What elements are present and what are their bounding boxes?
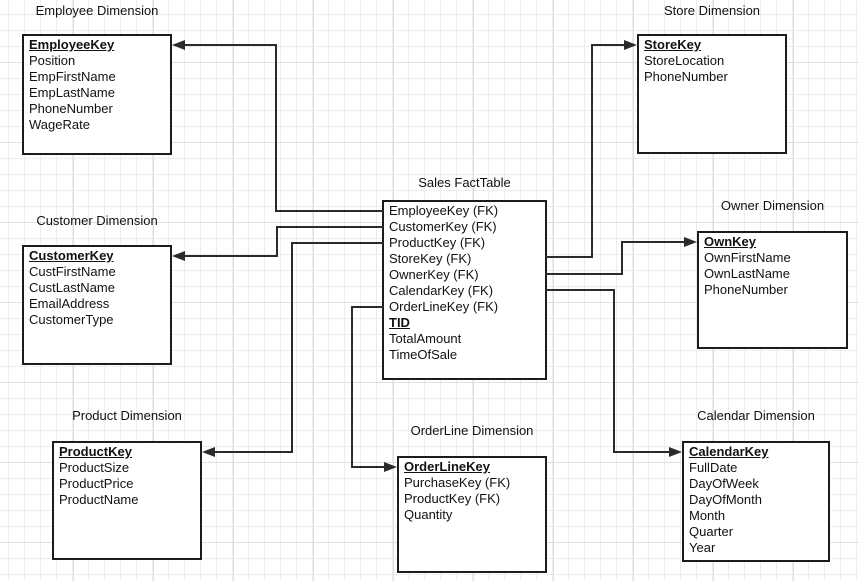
field-customer-emailaddress: EmailAddress xyxy=(29,296,110,311)
field-customer-customerkey: CustomerKey xyxy=(29,248,114,263)
connector-customer-vertical-segment[interactable] xyxy=(276,226,278,257)
field-orderline-quantity: Quantity xyxy=(404,507,453,522)
table-product-dimension[interactable]: ProductKey ProductSize ProductPrice Prod… xyxy=(52,441,202,560)
field-customer-custlastname: CustLastName xyxy=(29,280,115,295)
field-product-productsize: ProductSize xyxy=(59,460,130,475)
connector-store-arrowhead-icon xyxy=(624,40,637,50)
table-title-calendar-dimension[interactable]: Calendar Dimension xyxy=(697,408,815,423)
table-title-customer-dimension[interactable]: Customer Dimension xyxy=(36,213,158,228)
table-customer-dimension[interactable]: CustomerKey CustFirstName CustLastName E… xyxy=(22,245,172,365)
connector-calendar-arrowhead-icon xyxy=(669,447,682,457)
connector-calendar-vertical-segment[interactable] xyxy=(613,289,615,453)
connector-store-vertical-segment[interactable] xyxy=(591,44,593,258)
table-title-orderline-dimension[interactable]: OrderLine Dimension xyxy=(410,423,534,438)
table-title-sales-facttable[interactable]: Sales FactTable xyxy=(418,175,511,190)
table-calendar-dimension[interactable]: CalendarKey FullDate DayOfWeek DayOfMont… xyxy=(682,441,830,562)
connector-owner-arrowhead-icon xyxy=(684,237,697,247)
connector-orderline-arrowhead-icon xyxy=(384,462,397,472)
connector-product-dim-segment[interactable] xyxy=(214,451,293,453)
connector-calendar-fact-segment[interactable] xyxy=(545,289,615,291)
connector-store-dim-segment[interactable] xyxy=(591,44,625,46)
table-title-store-dimension[interactable]: Store Dimension xyxy=(663,3,761,18)
field-calendar-quarter: Quarter xyxy=(689,524,734,539)
field-calendar-year: Year xyxy=(689,540,716,555)
field-fact-ownerkey: OwnerKey (FK) xyxy=(389,267,479,282)
field-owner-ownlastname: OwnLastName xyxy=(704,266,790,281)
connector-product-vertical-segment[interactable] xyxy=(291,242,293,453)
table-title-product-dimension[interactable]: Product Dimension xyxy=(72,408,182,423)
table-sales-facttable[interactable]: EmployeeKey (FK) CustomerKey (FK) Produc… xyxy=(382,200,547,380)
connector-customer-fact-segment[interactable] xyxy=(277,226,384,228)
table-title-owner-dimension[interactable]: Owner Dimension xyxy=(720,198,825,213)
field-employee-empfirstname: EmpFirstName xyxy=(29,69,116,84)
connector-orderline-dim-segment[interactable] xyxy=(351,466,385,468)
connector-customer-dim-segment[interactable] xyxy=(184,255,278,257)
connector-orderline-vertical-segment[interactable] xyxy=(351,306,353,468)
field-fact-customerkey: CustomerKey (FK) xyxy=(389,219,497,234)
field-fact-tid: TID xyxy=(389,315,410,330)
field-orderline-orderlinekey: OrderLineKey xyxy=(404,459,490,474)
field-owner-ownfirstname: OwnFirstName xyxy=(704,250,791,265)
field-calendar-dayofweek: DayOfWeek xyxy=(689,476,759,491)
field-employee-position: Position xyxy=(29,53,76,68)
field-product-productkey: ProductKey xyxy=(59,444,132,459)
field-employee-emplastname: EmpLastName xyxy=(29,85,115,100)
field-fact-orderlinekey: OrderLineKey (FK) xyxy=(389,299,499,314)
connector-product-fact-segment[interactable] xyxy=(292,242,384,244)
connector-store-fact-segment[interactable] xyxy=(545,256,593,258)
connector-orderline-fact-segment[interactable] xyxy=(352,306,384,308)
connector-employee-vertical-segment[interactable] xyxy=(275,44,277,212)
field-store-phonenumber: PhoneNumber xyxy=(644,69,728,84)
field-orderline-purchasekey: PurchaseKey (FK) xyxy=(404,475,511,490)
field-calendar-month: Month xyxy=(689,508,726,523)
field-customer-custfirstname: CustFirstName xyxy=(29,264,116,279)
table-store-dimension[interactable]: StoreKey StoreLocation PhoneNumber xyxy=(637,34,787,154)
connector-owner-vertical-segment[interactable] xyxy=(621,241,623,275)
table-employee-dimension[interactable]: EmployeeKey Position EmpFirstName EmpLas… xyxy=(22,34,172,155)
field-fact-storekey: StoreKey (FK) xyxy=(389,251,472,266)
field-product-productprice: ProductPrice xyxy=(59,476,134,491)
connector-owner-dim-segment[interactable] xyxy=(621,241,685,243)
field-calendar-calendarkey: CalendarKey xyxy=(689,444,769,459)
field-employee-wagerate: WageRate xyxy=(29,117,90,132)
field-store-storelocation: StoreLocation xyxy=(644,53,725,68)
field-calendar-fulldate: FullDate xyxy=(689,460,738,475)
field-calendar-dayofmonth: DayOfMonth xyxy=(689,492,762,507)
connector-product-arrowhead-icon xyxy=(202,447,215,457)
field-owner-ownkey: OwnKey xyxy=(704,234,757,249)
field-orderline-productkey: ProductKey (FK) xyxy=(404,491,501,506)
connector-owner-fact-segment[interactable] xyxy=(545,273,623,275)
field-employee-employeekey: EmployeeKey xyxy=(29,37,115,52)
field-fact-employeekey: EmployeeKey (FK) xyxy=(389,203,499,218)
field-fact-productkey: ProductKey (FK) xyxy=(389,235,486,250)
connector-employee-dim-segment[interactable] xyxy=(184,44,277,46)
field-fact-calendarkey: CalendarKey (FK) xyxy=(389,283,494,298)
field-product-productname: ProductName xyxy=(59,492,139,507)
field-employee-phonenumber: PhoneNumber xyxy=(29,101,113,116)
field-store-storekey: StoreKey xyxy=(644,37,702,52)
connector-customer-arrowhead-icon xyxy=(172,251,185,261)
field-customer-customertype: CustomerType xyxy=(29,312,114,327)
connector-employee-fact-segment[interactable] xyxy=(276,210,384,212)
field-owner-phonenumber: PhoneNumber xyxy=(704,282,788,297)
field-fact-totalamount: TotalAmount xyxy=(389,331,462,346)
table-owner-dimension[interactable]: OwnKey OwnFirstName OwnLastName PhoneNum… xyxy=(697,231,848,349)
table-title-employee-dimension[interactable]: Employee Dimension xyxy=(35,3,159,18)
connector-calendar-dim-segment[interactable] xyxy=(613,451,671,453)
field-fact-timeofsale: TimeOfSale xyxy=(389,347,458,362)
table-orderline-dimension[interactable]: OrderLineKey PurchaseKey (FK) ProductKey… xyxy=(397,456,547,573)
connector-employee-arrowhead-icon xyxy=(172,40,185,50)
